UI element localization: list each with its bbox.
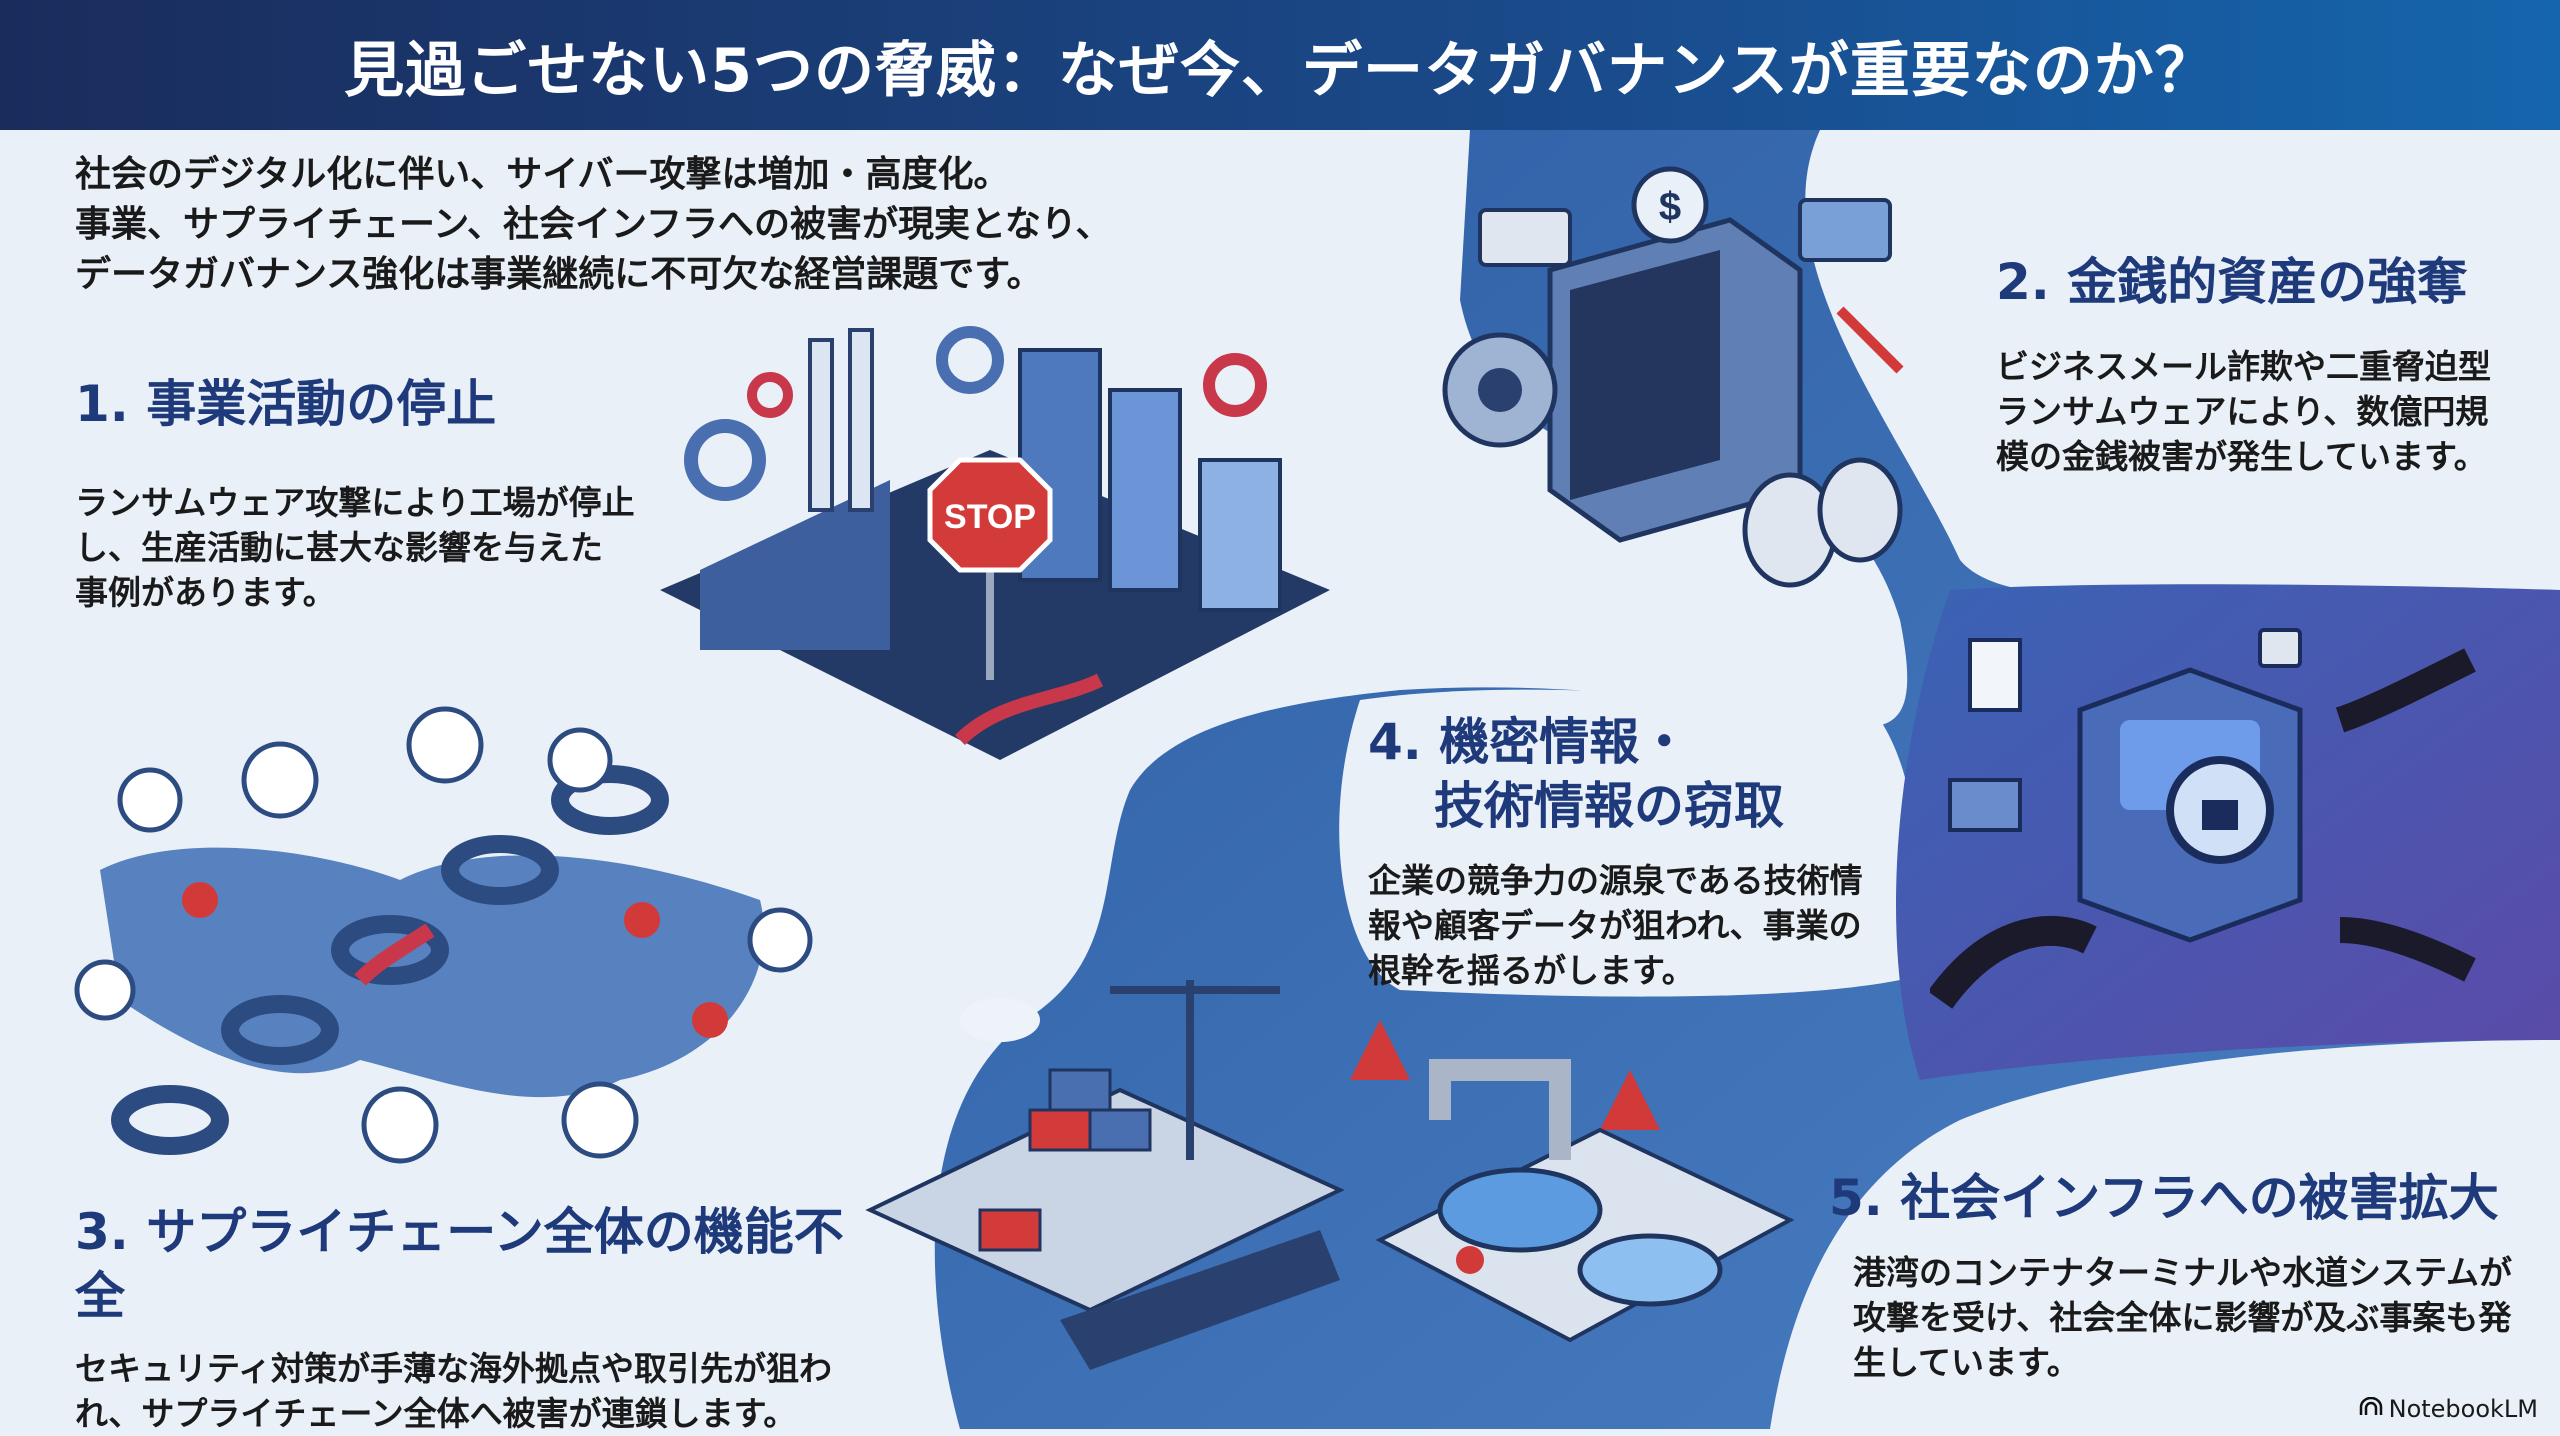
threat-heading: 5. 社会インフラへの被害拡大 [1829,1169,2499,1227]
data-theft-illustration [1930,628,2476,1009]
container-icon [1088,1108,1152,1152]
network-icon [117,767,183,833]
title-bar: 見過ごせない5つの脅威：なぜ今、データガバナンスが重要なのか？ [0,0,2560,130]
pipe-icon [1429,1059,1571,1160]
location-pin-icon [624,902,660,938]
notebooklm-logo-icon [2359,1395,2383,1423]
hacker-hand-icon [2339,917,2476,982]
gear-icon [747,372,793,418]
supply-chain-map-illustration [74,706,813,1164]
threat-heading: 技術情報の窃取 [1434,777,1784,835]
container-icon [978,1208,1042,1252]
container-icon [1048,1068,1112,1112]
money-bag-icon [1817,457,1903,563]
intro-line: データガバナンス強化は事業継続に不可欠な経営課題です。 [75,254,1043,295]
credit-card-icon [1798,198,1892,262]
water-tank-icon [1577,1233,1723,1307]
stop-sign-icon [927,457,1053,573]
hacker-hand-icon [2335,648,2476,733]
cloud-icon [960,998,1040,1042]
handshake-icon [547,727,613,793]
padlock-icon [2258,628,2302,668]
threat-1: 1. 事業活動の停止 ランサムウェア攻撃により工場が停止し、生産活動に甚大な影響… [75,372,635,615]
user-icon [406,706,484,784]
user-icon [747,907,813,973]
down-arrow-icon [1836,306,1904,374]
broken-chain-icon [955,673,1104,746]
svg-text:$: $ [1659,185,1681,229]
threat-3: 3. サプライチェーン全体の機能不全 セキュリティ対策が手薄な海外拠点や取引先が… [75,1200,875,1436]
gear-icon [684,419,766,501]
intro-text: 社会のデジタル化に伴い、サイバー攻撃は増加・高度化。 事業、サプライチェーン、社… [75,150,1111,300]
notebooklm-brand: NotebookLM [2359,1395,2538,1423]
broken-chain-icon [354,923,435,986]
threat-5: 5. 社会インフラへの被害拡大 港湾のコンテナターミナルや水道システムが攻撃を受… [1829,1166,2529,1385]
safe-money-illustration: $ [1442,166,1904,588]
infrastructure-illustration [865,980,1795,1370]
threat-2: 2. 金銭的資産の強奪 ビジネスメール詐欺や二重脅迫型ランサムウェアにより、数億… [1996,250,2516,479]
brand-label: NotebookLM [2388,1395,2538,1423]
stop-sign-label: STOP [944,498,1036,536]
warning-icon [1600,1070,1660,1130]
threat-heading: 3. サプライチェーン全体の機能不全 [75,1203,844,1325]
threat-body: ランサムウェア攻撃により工場が停止し、生産活動に甚大な影響を与えた事例があります… [75,483,635,612]
cargo-ship-icon [1060,1230,1340,1370]
valve-icon [1456,1246,1484,1274]
threat-body: 港湾のコンテナターミナルや水道システムが攻撃を受け、社会全体に影響が及ぶ事案も発… [1853,1253,2513,1382]
threat-body: セキュリティ対策が手薄な海外拠点や取引先が狙われ、サプライチェーン全体へ被害が連… [75,1349,833,1433]
dollar-pin-icon [1631,166,1709,244]
lock-icon [2202,800,2238,830]
gear-icon [1203,353,1267,417]
credit-card-icon [1478,208,1572,267]
water-tank-icon [1437,1167,1603,1253]
container-icon [1028,1108,1092,1152]
globe-icon [561,1081,639,1159]
threat-heading: 4. 機密情報・ [1368,713,1690,771]
threat-4: 4. 機密情報・ 技術情報の窃取 企業の競争力の源泉である技術情報や顧客データが… [1368,710,1888,993]
intro-line: 社会のデジタル化に伴い、サイバー攻撃は増加・高度化。 [75,154,1010,195]
document-icon [1968,638,2022,712]
page-title: 見過ごせない5つの脅威：なぜ今、データガバナンスが重要なのか？ [344,35,2216,106]
threat-heading: 1. 事業活動の停止 [75,375,497,433]
folder-icon [1948,778,2022,832]
factory-stop-illustration: STOP [660,326,1330,760]
globe-icon [241,741,319,819]
threat-heading: 2. 金銭的資産の強奪 [1996,253,2468,311]
org-chart-icon [361,1086,439,1164]
network-icon [74,959,136,1021]
warning-icon [1350,1020,1410,1080]
threat-body: 企業の競争力の源泉である技術情報や顧客データが狙われ、事業の根幹を揺るがします。 [1368,861,1863,990]
location-pin-icon [692,1002,728,1038]
hacker-hand-icon [1930,915,2097,1009]
threat-body: ビジネスメール詐欺や二重脅迫型ランサムウェアにより、数億円規模の金銭被害が発生し… [1996,347,2491,476]
gear-icon [936,326,1004,394]
intro-line: 事業、サプライチェーン、社会インフラへの被害が現実となり、 [75,204,1112,245]
location-pin-icon [182,882,218,918]
